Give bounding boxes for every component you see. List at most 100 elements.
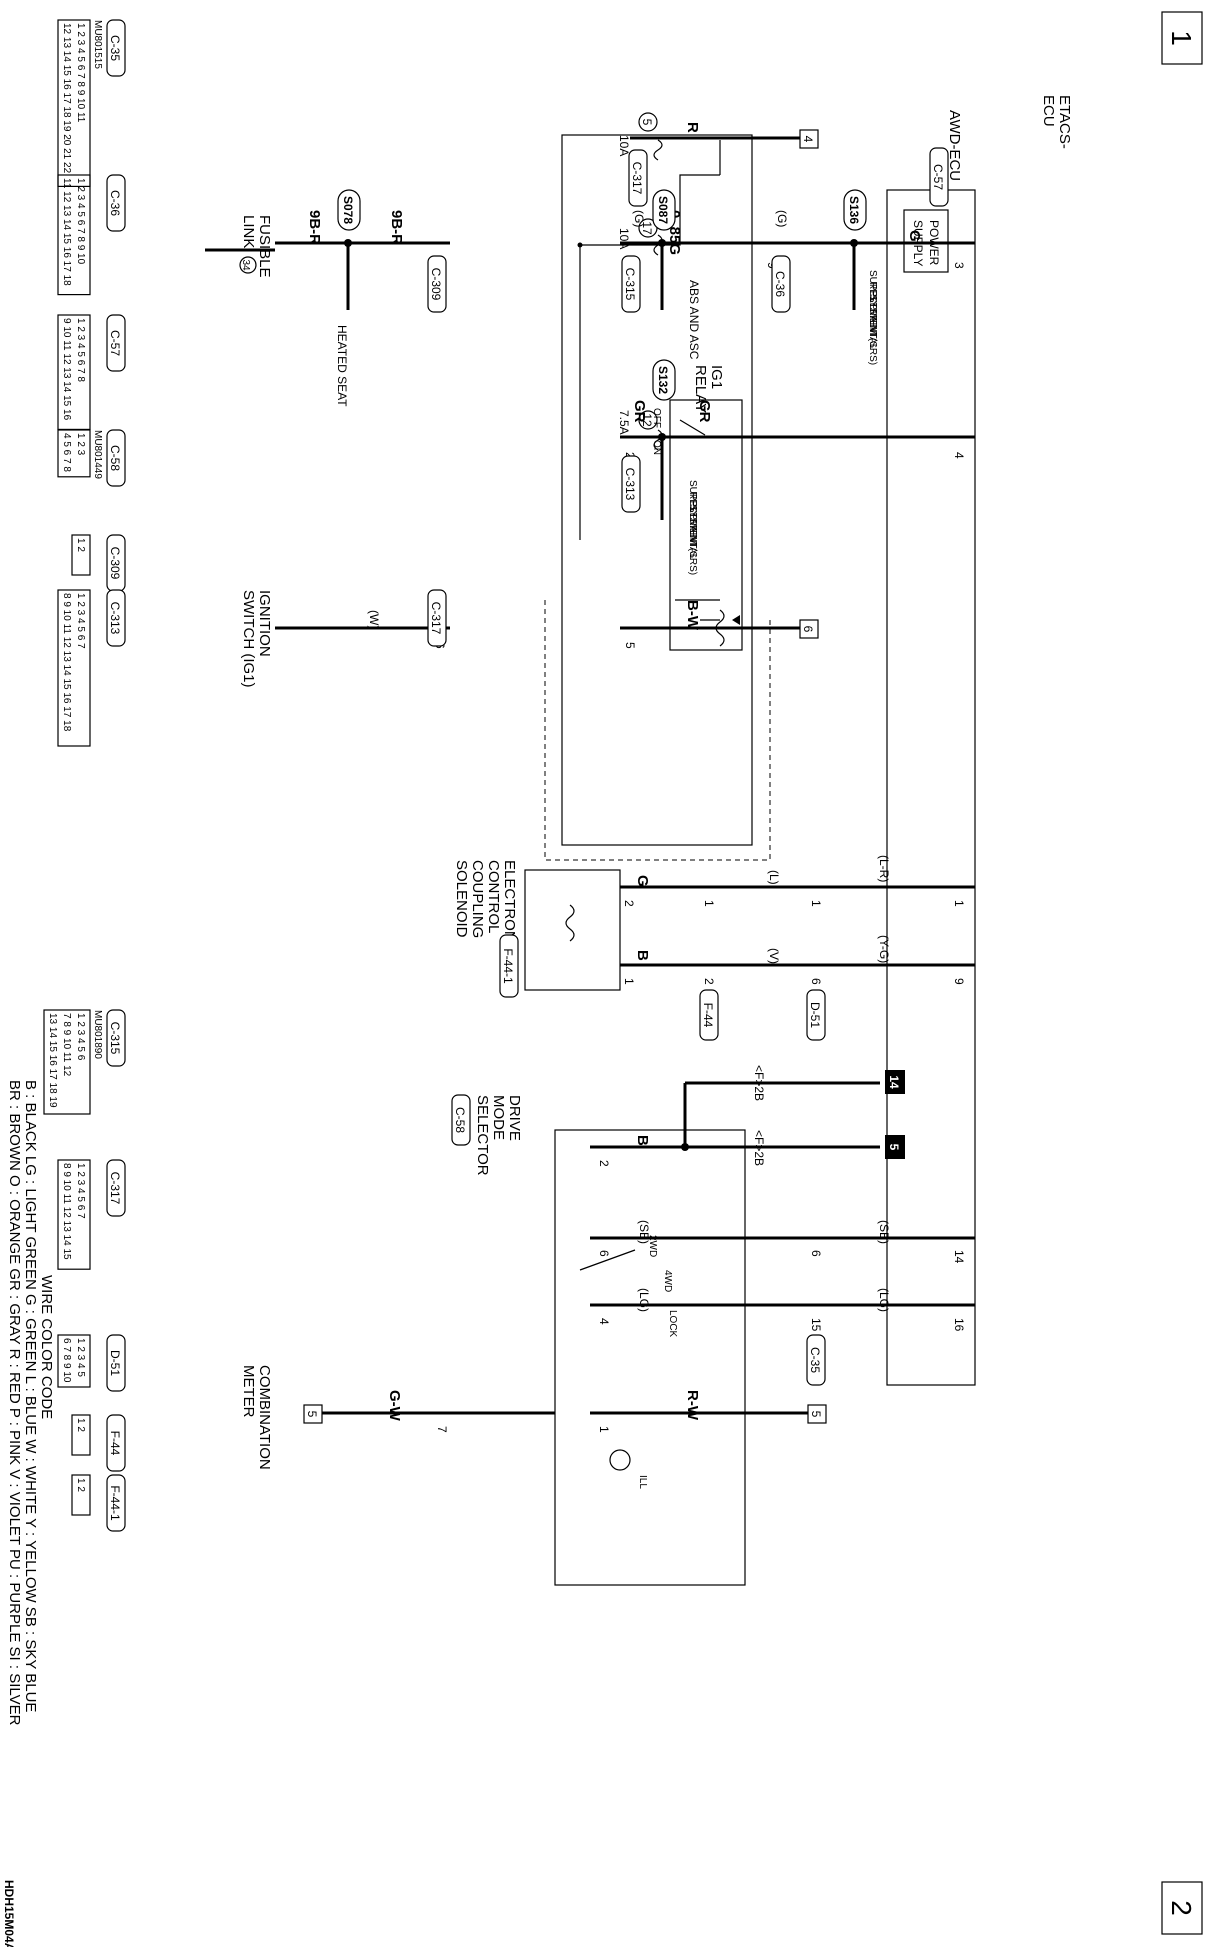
dms-connector-tag [451,1094,471,1146]
legend-connector-face [57,19,91,187]
connector-d51: D-51 [808,1002,822,1028]
connector-c313-tag [621,455,641,513]
legend-part-number: MU801515 [92,20,103,69]
fuse-17-rating: 10A [617,228,631,249]
pin-dms-2: 2 [597,1160,611,1167]
connector-c313: C-313 [623,468,637,501]
pin-c35-15: 15 [809,1318,823,1332]
wire-b-label: B [634,950,651,961]
legend-connector-tag [106,1159,126,1217]
wire-sb-label-2: (SB) [877,1220,891,1244]
dest-srs2-2: RESTRAINT [687,492,698,549]
legend-pin-row: 1 2 [75,1478,86,1492]
solenoid-connector-tag [499,934,519,998]
legend-connector-id: F-44 [108,1431,122,1456]
wire-9br-label-1: 9B-R [306,210,323,245]
wire-w-label: (W) [367,610,381,629]
fuse-5-number: 5 [640,119,654,126]
splice-s136: S136 [847,196,861,224]
wire-yg-label: (Y-G) [877,935,891,963]
solenoid-connector: F-44-1 [501,948,515,984]
wire-rw-label: R-W [684,1390,701,1421]
legend-pin-row: 1 2 3 4 5 [75,1338,86,1377]
etacs-connector-outline [544,600,771,861]
drive-mode-selector-box [554,1129,746,1586]
fuse-5-circle [638,112,658,132]
pin-dms-7: 7 [435,1426,449,1433]
legend-connector-tag [106,19,126,77]
arrow-5b-label: 5 [305,1411,319,1418]
arrow-5b-tag [303,1404,323,1424]
power-supply-box [903,209,949,273]
fusible-link-label-1: FUSIBLE [256,215,273,278]
legend-connector-face [57,174,91,296]
etacs-ecu-label-2: ECU [1040,95,1057,127]
pin-awd-14: 14 [952,1250,966,1264]
legend-connector-face [71,534,91,576]
diagram-code: HDH15M04AC [2,1880,16,1947]
dms-2wd: 2WD [647,1235,658,1257]
legend-pin-row: 1 2 3 4 5 6 7 [75,593,86,649]
wire-lr-label: (L-R) [877,855,891,882]
relay-on-label: ON [651,440,662,455]
legend-pin-row: 12 13 14 15 16 17 18 19 20 21 22 [61,23,72,174]
connector-c309-tag [427,255,447,313]
etacs-ecu-box [561,134,753,846]
fusible-link-number-circle [239,256,257,274]
etacs-ecu-label-1: ETACS- [1056,95,1073,149]
relay-diode [732,615,740,625]
pin-awd-3: 3 [952,262,966,269]
arrow-5a-label: 5 [809,1411,823,1418]
legend-pin-row: 1 2 3 4 5 6 7 8 9 10 [75,178,86,265]
legend-connector-id: C-57 [108,330,122,356]
legend-connector-face [57,1159,91,1270]
splice-s132: S132 [656,366,670,394]
wire-lg-label-1: (LG) [637,1288,651,1312]
fuse-12-number: 12 [640,413,654,427]
solenoid-label-1: ELECTRONIC [501,860,518,957]
legend-connector-face [57,589,91,747]
ground-14-tag [885,1070,905,1094]
legend-connector-tag [106,174,126,232]
fusible-link-number: 34 [240,259,251,271]
legend-connector-id: F-44-1 [108,1485,122,1521]
etacs-internal-feed [580,174,720,246]
legend-connector-id: C-36 [108,190,122,216]
fuse-5-symbol [653,139,663,161]
connector-c35: C-35 [808,1347,822,1373]
solenoid-coil [565,904,575,942]
legend-connector-tag [106,589,126,647]
legend-pin-row: 6 7 8 9 10 [61,1338,72,1383]
connector-c317b-tag [427,589,447,647]
legend-connector-tag [106,1414,126,1472]
ill-lamp-icon [609,1449,631,1471]
pin-awd-9: 9 [952,978,966,985]
dms-4wd: 4WD [662,1270,673,1292]
wire-g2-label: G [634,875,651,887]
legend-connector-tag [106,1009,126,1067]
arrow-4-tag [799,129,819,149]
connector-c315: C-315 [623,268,637,301]
awd-ecu-label: AWD-ECU [946,110,963,181]
wire-r-label: R [684,122,701,133]
splice-s136-tag [843,189,867,231]
fuse-12-rating: 7.5A [617,410,631,435]
legend-part-number: MU801449 [92,430,103,479]
dms-label-1: DRIVE [506,1095,523,1141]
ground-14: 14 [887,1075,901,1089]
pin-d51-6: 6 [809,978,823,985]
wire-fb1-label: <F>2B [752,1065,766,1101]
connector-c36-tag [771,255,791,313]
dms-switch-arm [579,1249,636,1271]
pin-c35-6: 6 [809,1250,823,1257]
wire-g-label: G [906,230,923,242]
wire-bw-label: B-W [684,600,701,631]
wire-b2-label: B [634,1135,651,1146]
page-number-box-right [1161,1881,1203,1935]
connector-f44-tag [699,989,719,1041]
legend-pin-row: 1 2 3 4 5 6 7 8 9 10 11 [75,23,86,123]
fusible-link-label-2: LINK [240,215,257,248]
splice-s132-tag [652,359,676,401]
ignition-switch-label-1: IGNITION [256,590,273,657]
